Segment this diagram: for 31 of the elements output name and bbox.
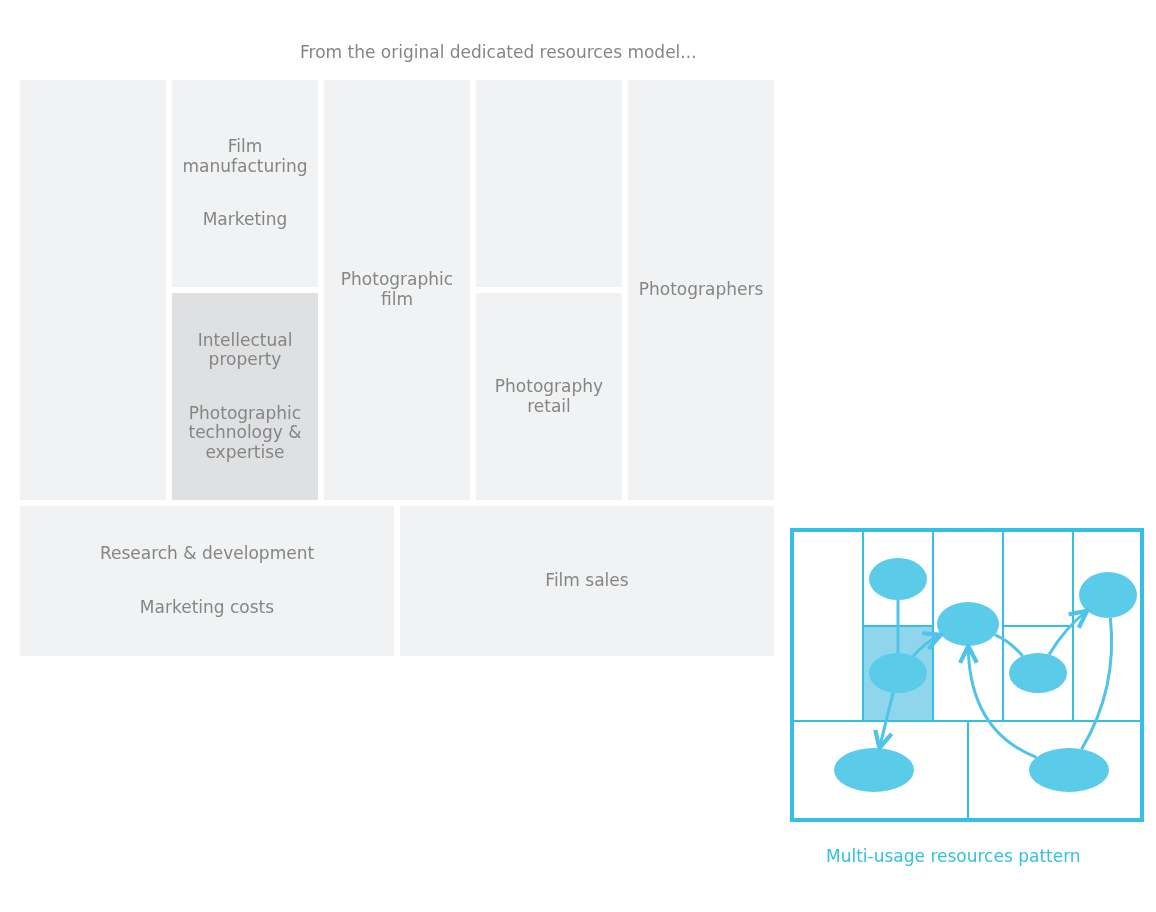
canvas-cell xyxy=(967,720,1142,820)
arrow xyxy=(912,631,944,657)
arrow xyxy=(958,643,1037,759)
blob xyxy=(869,653,927,693)
block-label: Photography retail xyxy=(493,376,605,417)
blob xyxy=(1079,572,1137,618)
block-label: Research & development xyxy=(99,544,315,564)
block-label: Marketing costs xyxy=(139,598,275,618)
blob xyxy=(869,558,927,600)
block-label: Marketing xyxy=(202,210,288,230)
block-label: Intellectual property xyxy=(196,330,294,370)
block-label: Photographers xyxy=(638,280,764,300)
block-label: Photographic technology & expertise xyxy=(187,403,303,463)
block-label: Film sales xyxy=(545,571,629,591)
arrow xyxy=(1047,608,1090,656)
canvas-frame xyxy=(790,528,1144,822)
caption: Multi-usage resources pattern xyxy=(826,846,1081,866)
canvas-block xyxy=(172,293,318,500)
blob xyxy=(937,602,999,646)
canvas-cell xyxy=(792,720,969,820)
canvas-cell xyxy=(1072,530,1142,722)
connector-line xyxy=(1080,617,1114,750)
blob xyxy=(1029,748,1109,792)
canvas-cell xyxy=(792,530,864,722)
caption: From the original dedicated resources model... xyxy=(300,42,697,62)
connector-line xyxy=(896,600,900,653)
canvas-cell xyxy=(862,625,934,722)
blob xyxy=(1009,653,1067,693)
block-label: Photographic film xyxy=(339,270,455,310)
arrow xyxy=(873,692,895,751)
block-label: Film manufacturing xyxy=(181,137,309,177)
